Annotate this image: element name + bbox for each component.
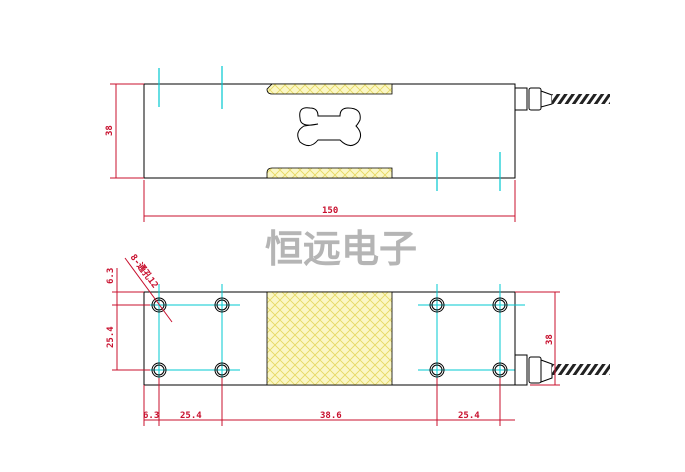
hole-spacing-v-dimension: 25.4 [106,326,116,348]
watermark: 恒远电子 [265,226,417,271]
centerlines-bottom [150,284,525,392]
cable [552,94,610,104]
dimension-lines-top [110,83,516,222]
bottom-dim-3: 38.6 [320,411,342,421]
cable [552,364,610,375]
gauge-area [266,291,393,386]
cable-connector-bottom [514,354,610,386]
gauge-area-top [266,83,393,95]
centerlines-top [158,66,501,191]
height-dimension: 38 [105,125,115,136]
gauge-area-bottom [266,167,393,179]
top-offset-dimension: 6.3 [106,268,116,284]
bottom-view: 8-通孔12 6.3 25.4 38 6.3 25.4 38.6 25.4 [106,252,610,426]
length-dimension: 150 [322,206,338,216]
bone-hole [297,107,362,146]
dimension-lines-bottom [112,257,560,426]
mounting-holes [151,297,508,378]
bottom-dim-1: 6.3 [143,411,159,421]
width-dimension: 38 [545,334,555,345]
bottom-dim-4: 25.4 [458,411,480,421]
top-view: 38 150 [105,66,610,222]
bottom-dim-2: 25.4 [180,411,202,421]
cable-connector [514,87,610,111]
